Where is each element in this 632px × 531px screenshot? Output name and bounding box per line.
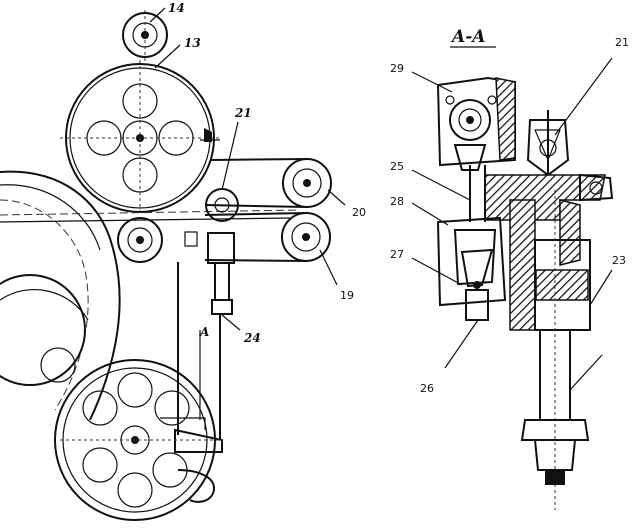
side-view [0,10,332,521]
left-drum [0,170,121,421]
section-view [436,76,614,510]
callout-labels: 14 13 21 20 19 24 A A-A 29 21 25 28 27 2… [149,1,629,395]
label-26: 26 [420,382,434,395]
lower-gear [54,359,220,521]
label-20: 20 [352,206,366,219]
section-title: A-A [450,27,485,47]
label-27: 27 [390,248,404,261]
label-14: 14 [168,1,185,15]
upper-gear-13 [60,60,220,215]
motor-27-28 [436,165,507,321]
label-29: 29 [390,62,404,75]
lower-left-roller [117,217,163,263]
label-24: 24 [243,331,261,345]
label-28: 28 [390,195,404,208]
motor-29 [436,76,516,171]
label-A: A [199,325,209,339]
label-21-right: 21 [615,36,629,49]
shaft-23 [520,190,591,510]
label-25: 25 [390,160,404,173]
label-21-left: 21 [234,106,252,120]
label-13: 13 [184,36,201,50]
label-23: 23 [612,254,626,267]
top-roller-14 [122,10,168,62]
label-19: 19 [340,289,354,302]
roller-pair-19-20 [204,158,332,262]
central-housing [484,173,614,331]
